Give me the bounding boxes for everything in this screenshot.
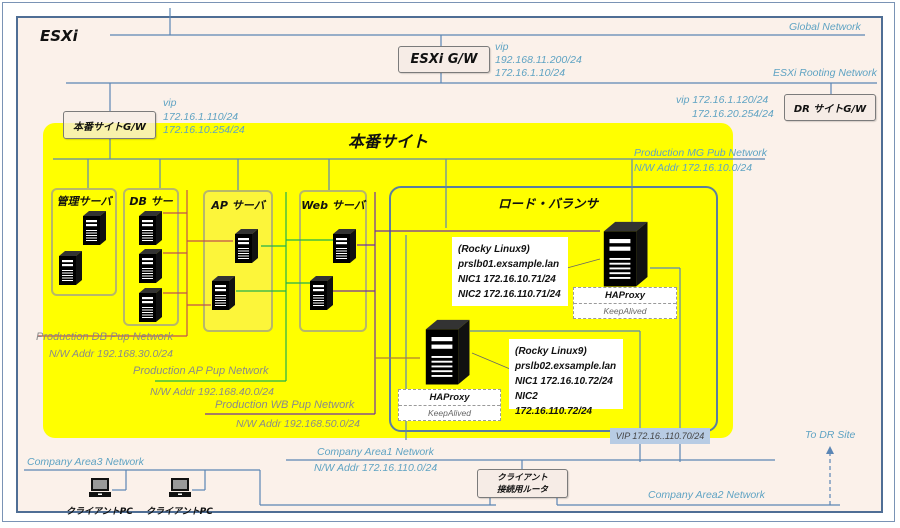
server-icon xyxy=(331,228,357,268)
client-router[interactable]: クライアント 接続用ルータ xyxy=(477,469,568,498)
prod-ap-network-addr: N/W Addr 192.168.40.0/24 xyxy=(150,386,274,398)
company-area1-network-addr: N/W Addr 172.16.110.0/24 xyxy=(314,462,438,474)
lb2-services: HAProxy KeepAlived xyxy=(398,389,501,421)
laptop-icon xyxy=(168,477,192,503)
db-network-lines xyxy=(38,190,233,337)
client-pc-label: クライアントPC xyxy=(66,507,133,517)
group-mgmt-servers: 管理サーバ xyxy=(51,188,117,296)
lb2-keepalived: KeepAlived xyxy=(427,408,471,418)
lb2-nic1: NIC1 172.16.10.72/24 xyxy=(515,376,613,387)
prod-db-network-label: Production DB Pup Network xyxy=(36,331,173,343)
prod-gw-ip2: 172.16.10.254/24 xyxy=(163,124,245,136)
lb1-os: (Rocky Linux9) xyxy=(458,244,530,255)
group-mgmt-title: 管理サーバ xyxy=(56,195,112,208)
prod-wb-network-addr: N/W Addr 192.168.50.0/24 xyxy=(236,418,360,430)
global-network-label: Global Network xyxy=(789,21,861,33)
group-web-title: Web サーバ xyxy=(301,199,365,212)
lb2-os: (Rocky Linux9) xyxy=(515,346,587,357)
lb1-info: (Rocky Linux9) prslb01.exsample.lan NIC1… xyxy=(452,237,568,306)
server-icon xyxy=(81,210,107,250)
load-balancer-title: ロード・バランサ xyxy=(498,196,599,211)
prod-gw-vip-label: vip xyxy=(163,97,177,109)
lb2-info: (Rocky Linux9) prslb02.exsample.lan NIC1… xyxy=(509,339,623,417)
server-icon xyxy=(137,210,163,250)
server-icon xyxy=(308,275,334,315)
prod-wb-network-label: Production WB Pup Network xyxy=(215,399,355,411)
lb2-nic2: NIC2 172.16.110.72/24 xyxy=(515,391,593,417)
lb1-services: HAProxy KeepAlived xyxy=(573,287,677,319)
esxi-title: ESXi xyxy=(40,27,78,45)
dr-gw-ip2: 172.16.20.254/24 xyxy=(692,108,774,120)
client-router-line2: 接続用ルータ xyxy=(496,484,548,495)
group-ap-title: AP サーバ xyxy=(211,199,265,212)
company-area2-network-label: Company Area2 Network xyxy=(648,489,765,501)
load-balancer-group xyxy=(389,186,718,432)
lb-vip-badge: VIP 172.16..110.70/24 xyxy=(610,428,710,444)
laptop-icon xyxy=(88,477,112,503)
esxi-routing-network-label: ESXi Rooting Network xyxy=(773,67,877,79)
dr-gw-vip: vip 172.16.1.120/24 xyxy=(676,94,769,106)
esxi-gw-ip2: 172.16.1.10/24 xyxy=(495,67,566,79)
server-icon xyxy=(233,228,259,268)
server-icon xyxy=(57,250,83,290)
lb1-host: prslb01.exsample.lan xyxy=(458,259,560,270)
prod-mg-network-addr: N/W Addr 172.16.10.0/24 xyxy=(634,162,753,174)
to-dr-site-label: To DR Site xyxy=(805,429,856,441)
dr-site-gateway[interactable]: DR サイトG/W xyxy=(784,94,876,121)
server-icon xyxy=(137,287,163,327)
prod-ap-network-label: Production AP Pup Network xyxy=(133,365,269,377)
client-pc-label: クライアントPC xyxy=(146,507,213,517)
wb-network-lines xyxy=(205,192,600,415)
group-web-servers: Web サーバ xyxy=(299,190,367,332)
lb2-haproxy: HAProxy xyxy=(399,390,500,406)
lb2-host: prslb02.exsample.lan xyxy=(515,361,617,372)
production-site-gateway[interactable]: 本番サイトG/W xyxy=(63,111,156,139)
ap-network-lines xyxy=(155,192,334,382)
server-icon xyxy=(137,248,163,288)
prod-gw-ip1: 172.16.1.110/24 xyxy=(163,111,239,123)
prod-db-network-addr: N/W Addr 192.168.30.0/24 xyxy=(49,348,173,360)
load-balancer-server-icon xyxy=(600,220,649,292)
lb1-nic2: NIC2 172.16.110.71/24 xyxy=(458,289,561,300)
server-icon xyxy=(210,275,236,315)
production-site-title: 本番サイト xyxy=(348,132,429,151)
company-area3-network-label: Company Area3 Network xyxy=(27,456,144,468)
esxi-gw-ip1: 192.168.11.200/24 xyxy=(495,54,582,66)
lb1-keepalived: KeepAlived xyxy=(603,306,647,316)
esxi-gw-vip-label: vip xyxy=(495,41,509,53)
esxi-gateway[interactable]: ESXi G/W xyxy=(398,46,490,73)
lb1-nic1: NIC1 172.16.10.71/24 xyxy=(458,274,556,285)
prod-mg-network-label: Production MG Pub Network xyxy=(634,147,768,159)
lb1-haproxy: HAProxy xyxy=(574,288,676,304)
load-balancer-server-icon xyxy=(422,318,471,390)
company-area1-network-label: Company Area1 Network xyxy=(317,446,434,458)
client-router-line1: クライアント xyxy=(497,472,548,483)
